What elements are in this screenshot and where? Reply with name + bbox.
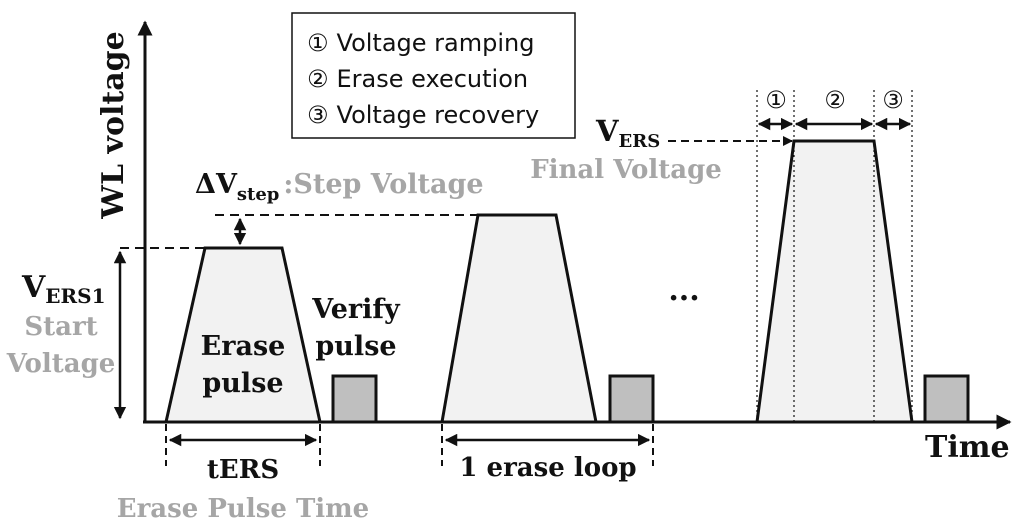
start-voltage-desc-2: Voltage <box>6 349 116 379</box>
erase-pulse-final <box>755 139 914 424</box>
erase-pulse-label-1: Erase <box>201 331 286 362</box>
ters-label: tERS <box>207 455 279 485</box>
step-voltage-label: ΔVstep:Step Voltage <box>195 169 484 205</box>
start-voltage-desc-1: Start <box>24 312 97 342</box>
loop-label: 1 erase loop <box>459 453 636 483</box>
y-axis-label: WL voltage <box>96 31 131 219</box>
verify-pulse-1 <box>331 374 378 424</box>
ters-description: Erase Pulse Time <box>117 494 369 524</box>
erase-pulse-1 <box>164 246 322 424</box>
verify-pulse-label-2: pulse <box>315 331 396 362</box>
verify-pulse-label-1: Verify <box>311 294 401 325</box>
phase-label-1: ① <box>765 86 787 114</box>
verify-pulse-final <box>923 374 970 424</box>
final-voltage-label: VERS <box>595 114 660 152</box>
x-axis-label: Time <box>925 430 1010 465</box>
final-voltage-desc: Final Voltage <box>530 155 722 185</box>
phase-label-3: ③ <box>882 86 904 114</box>
phase-label-2: ② <box>824 86 846 114</box>
verify-pulse-2 <box>608 374 655 424</box>
ellipsis: ... <box>668 273 699 308</box>
legend-box <box>291 12 576 139</box>
erase-pulse-2 <box>440 213 598 424</box>
erase-pulse-label-2: pulse <box>202 368 283 399</box>
start-voltage-label: VERS1 <box>21 270 106 308</box>
